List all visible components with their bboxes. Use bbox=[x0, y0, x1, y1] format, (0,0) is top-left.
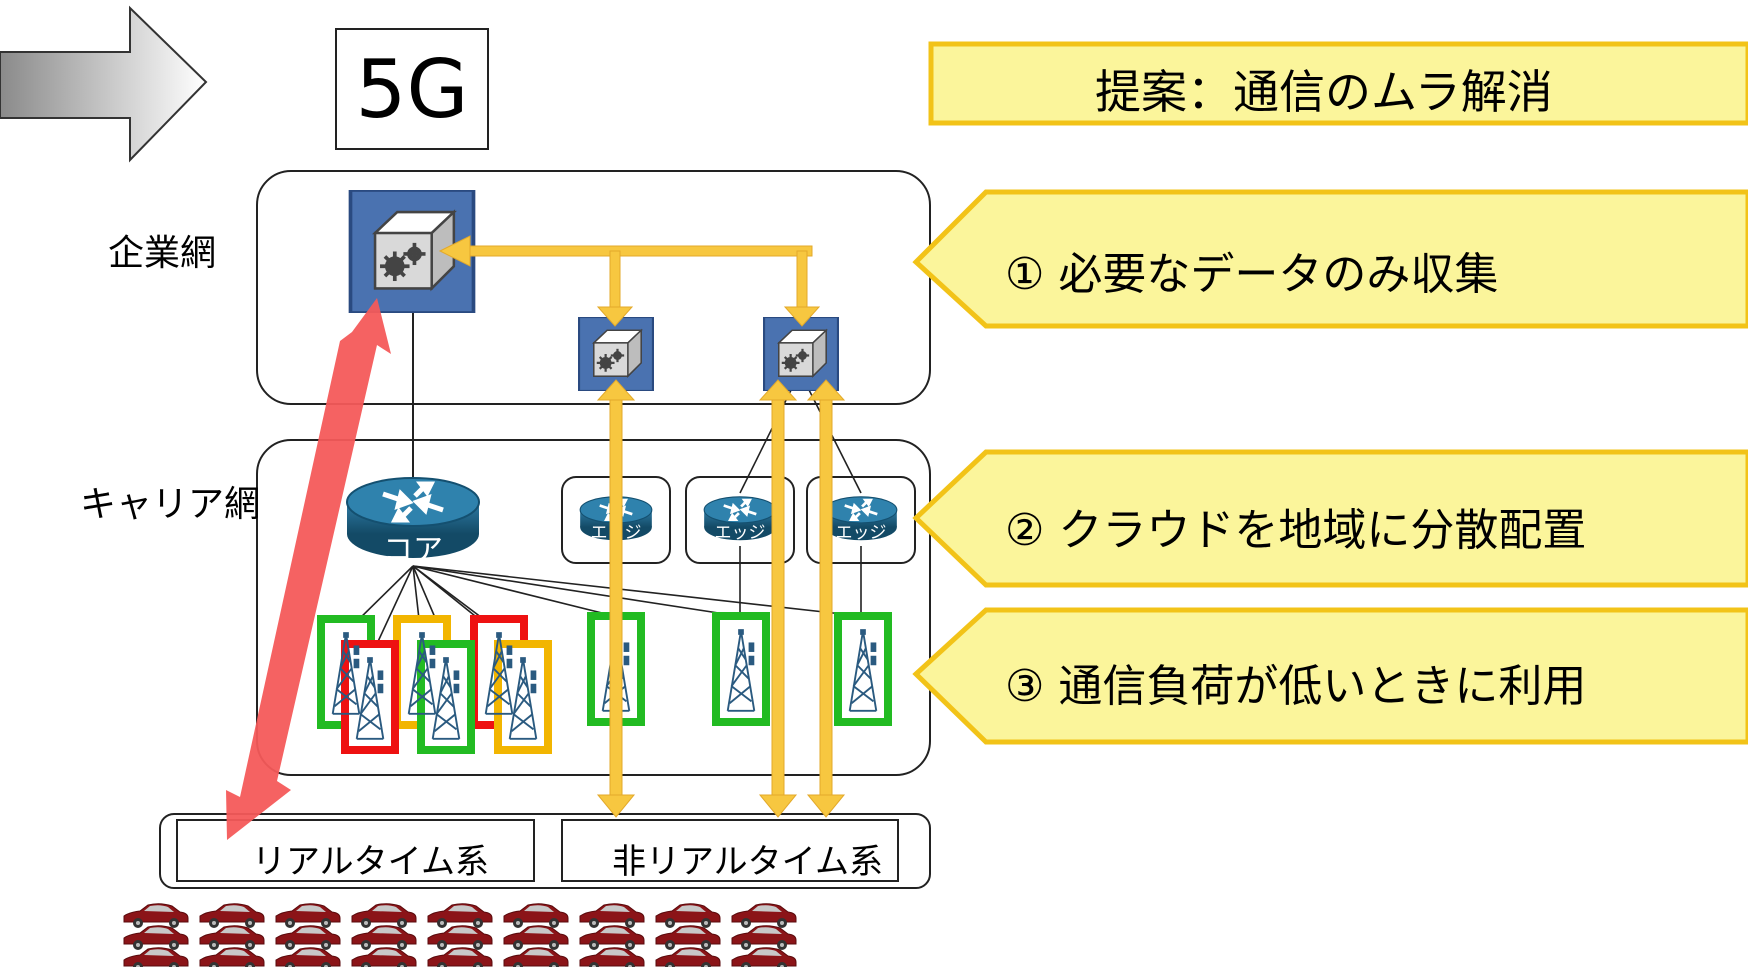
car-icon bbox=[731, 947, 797, 967]
car-icon bbox=[275, 947, 341, 967]
car-icon bbox=[351, 947, 417, 967]
car-icon bbox=[731, 925, 797, 951]
car-icon bbox=[123, 947, 189, 967]
enterprise-network-label: 企業網 bbox=[108, 233, 217, 274]
5g-label: 5G bbox=[335, 28, 489, 150]
car-icon bbox=[655, 925, 721, 951]
callout-1 bbox=[912, 189, 1748, 329]
car-icon bbox=[351, 903, 417, 929]
car-icon bbox=[731, 903, 797, 929]
realtime-arrow bbox=[226, 298, 391, 840]
car-icon bbox=[427, 947, 493, 967]
proposal-item-1: ① 必要なデータのみ収集 bbox=[1005, 249, 1499, 300]
edge-label: エッジ bbox=[715, 523, 766, 543]
non-realtime-box bbox=[561, 819, 899, 882]
car-icon bbox=[199, 903, 265, 929]
non-realtime-system-label: 非リアルタイム系 bbox=[612, 842, 883, 882]
car-icon bbox=[655, 947, 721, 967]
car-icon bbox=[579, 925, 645, 951]
realtime-system-label: リアルタイム系 bbox=[252, 842, 489, 882]
server-gear-icon bbox=[763, 317, 839, 391]
cars-grid bbox=[123, 903, 797, 967]
tower-box bbox=[712, 612, 770, 726]
car-icon bbox=[427, 925, 493, 951]
car-icon bbox=[123, 903, 189, 929]
car-icon bbox=[199, 947, 265, 967]
car-icon bbox=[579, 903, 645, 929]
proposal-title-box bbox=[928, 41, 1748, 126]
car-icon bbox=[199, 925, 265, 951]
car-icon bbox=[503, 947, 569, 967]
carrier-network-label: キャリア網 bbox=[80, 484, 261, 525]
car-icon bbox=[655, 903, 721, 929]
car-icon bbox=[123, 925, 189, 951]
car-icon bbox=[351, 925, 417, 951]
block-arrow-icon bbox=[0, 5, 208, 163]
car-icon bbox=[275, 903, 341, 929]
car-icon bbox=[275, 925, 341, 951]
car-icon bbox=[503, 903, 569, 929]
edge-label: エッジ bbox=[836, 523, 887, 543]
car-icon bbox=[427, 903, 493, 929]
proposal-item-2: ② クラウドを地域に分散配置 bbox=[1005, 505, 1587, 556]
proposal-item-3: ③ 通信負荷が低いときに利用 bbox=[1005, 661, 1587, 712]
core-label: コア bbox=[383, 533, 443, 568]
car-icon bbox=[579, 947, 645, 967]
callout-3 bbox=[912, 607, 1748, 745]
proposal-title: 提案：通信のムラ解消 bbox=[1095, 65, 1553, 119]
car-icon bbox=[503, 925, 569, 951]
callout-2 bbox=[912, 449, 1748, 588]
